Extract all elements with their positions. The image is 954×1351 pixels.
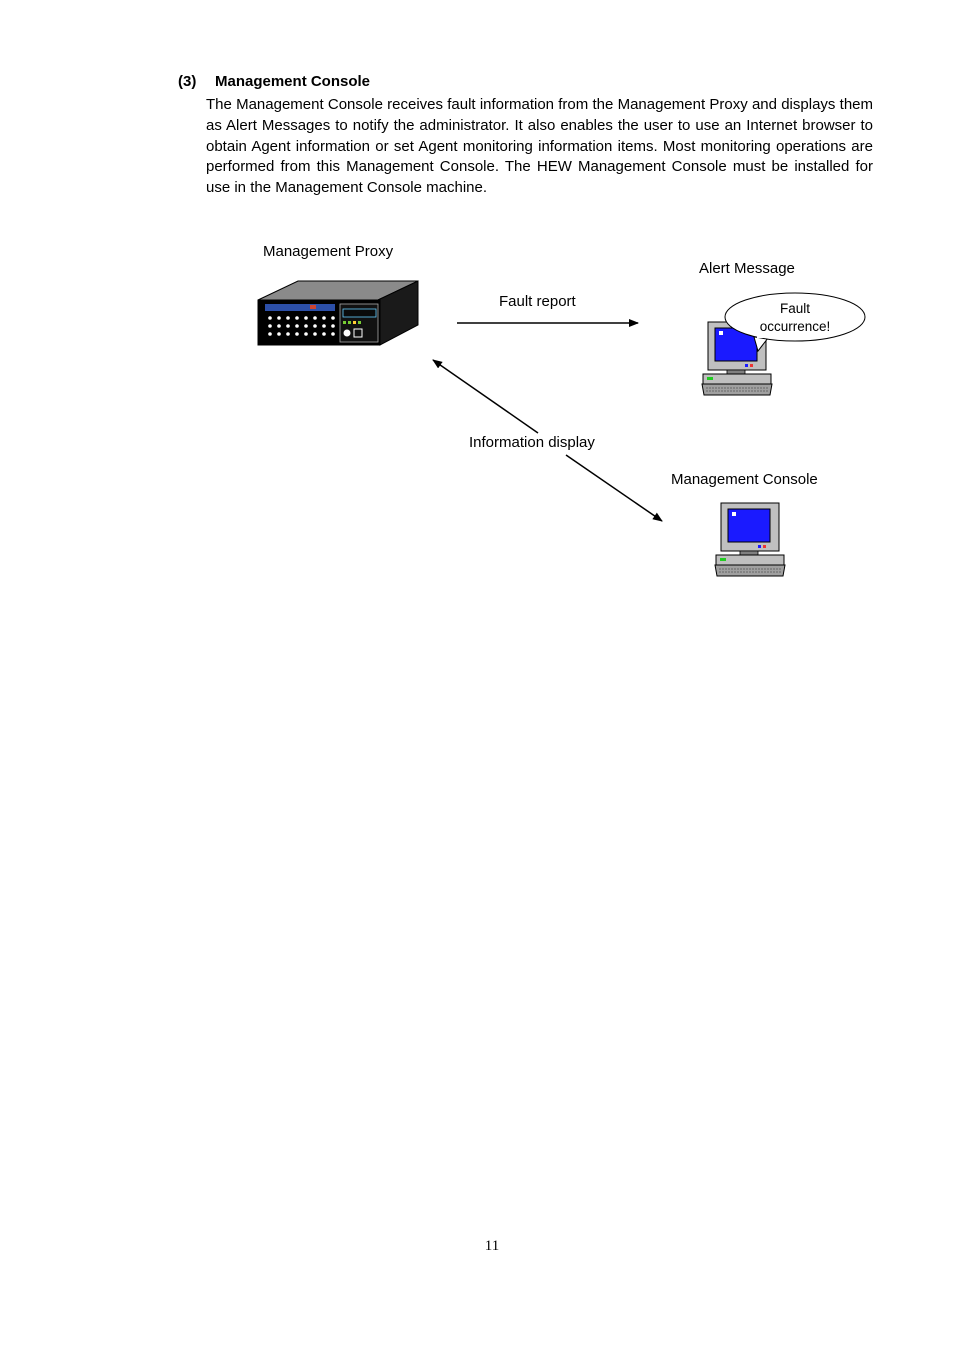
section-heading: (3) Management Console (178, 72, 370, 92)
bubble-line-2: occurrence! (759, 319, 831, 334)
info-display-label: Information display (469, 434, 595, 451)
section-number: (3) (178, 73, 197, 90)
bubble-text: Fault occurrence! (738, 300, 852, 336)
page-number: 11 (484, 1238, 500, 1254)
server-device-icon (257, 280, 419, 346)
alert-message-label: Alert Message (699, 260, 795, 277)
info-arrow-up (432, 359, 539, 434)
proxy-label: Management Proxy (263, 243, 394, 260)
section-title: Management Console (215, 73, 371, 90)
info-arrow-down (565, 454, 663, 522)
speech-bubble (724, 292, 866, 353)
console-label: Management Console (671, 471, 818, 488)
section-body: The Management Console receives fault in… (206, 96, 873, 197)
bubble-line-1: Fault (779, 301, 810, 316)
fault-report-label: Fault report (499, 293, 576, 310)
computer-icon (714, 502, 786, 577)
